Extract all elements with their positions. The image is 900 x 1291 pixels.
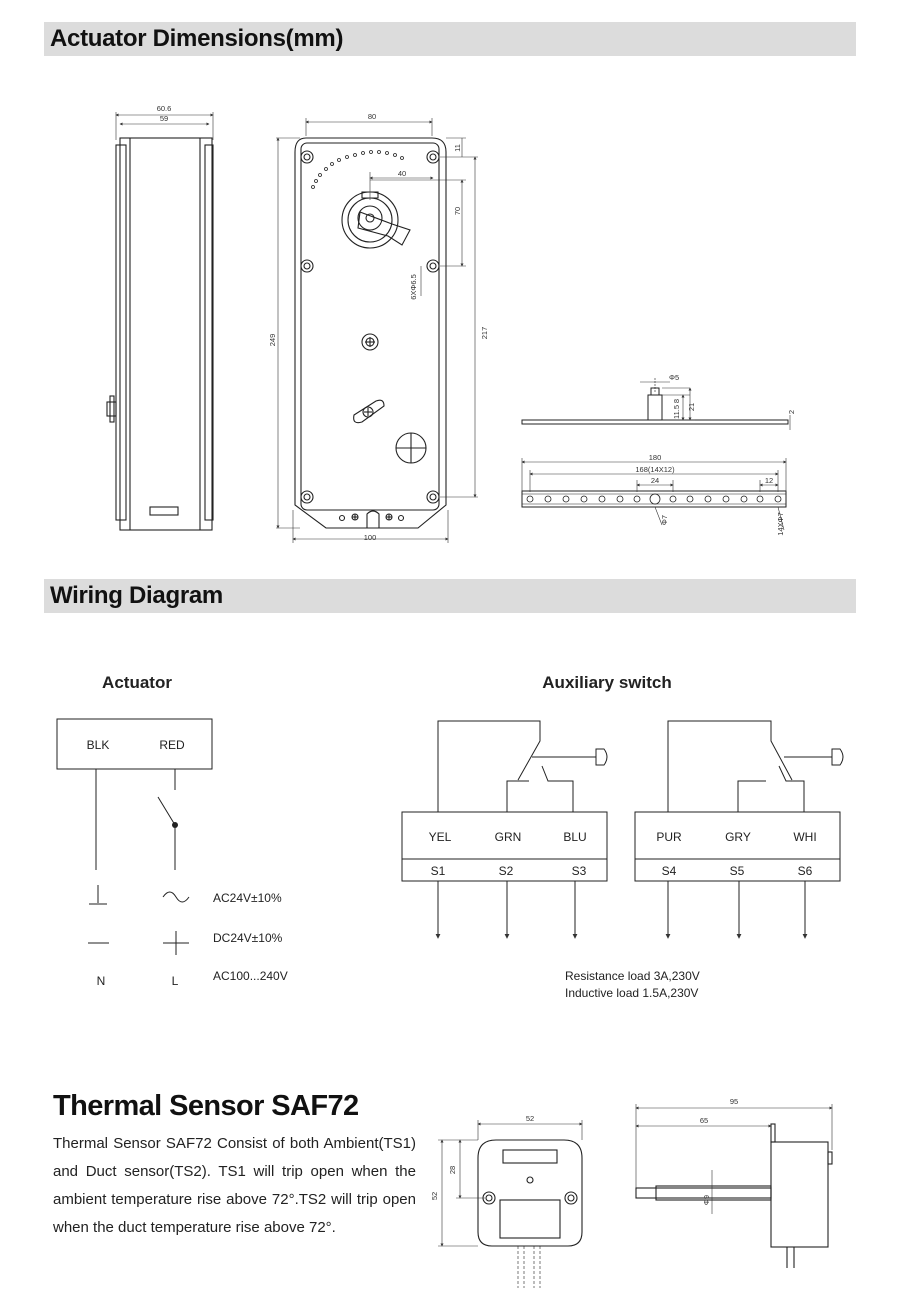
wire-blk: BLK — [87, 738, 110, 752]
dim-pin-h2: 8 — [672, 399, 681, 403]
dim-probe-dia: Φ9 — [702, 1195, 711, 1205]
arm-hole — [562, 495, 570, 503]
wiring-section-bar: Wiring Diagram — [44, 579, 856, 613]
actuator-switch-pivot — [172, 822, 178, 828]
actuator-side-view — [106, 112, 214, 531]
term-s1: S1 — [431, 864, 446, 878]
dim-center-hole: Φ7 — [660, 515, 669, 525]
aux-switch-2 — [634, 720, 844, 939]
arm-hole — [633, 495, 641, 503]
thermal-sensor-description: Thermal Sensor SAF72 Consist of both Amb… — [53, 1135, 416, 1236]
arm-hole — [544, 495, 552, 503]
line-label: L — [172, 974, 179, 988]
load-inductive: Inductive load 1.5A,230V — [565, 986, 698, 1000]
dim-arm-length: 180 — [649, 453, 662, 462]
wire-yel: YEL — [429, 830, 452, 844]
load-resistance: Resistance load 3A,230V — [565, 969, 700, 983]
dim-pin-total: 21 — [687, 403, 696, 411]
term-s3: S3 — [572, 864, 587, 878]
aux-switch-heading: Auxiliary switch — [542, 673, 671, 692]
arm-center-hole — [649, 493, 661, 505]
dim-top-offset: 11 — [453, 144, 462, 152]
dim-sensor-length: 95 — [730, 1097, 738, 1106]
supply-ac24: AC24V±10% — [213, 891, 282, 905]
dim-sensor-front-height: 52 — [430, 1192, 439, 1200]
actuator-wiring — [56, 718, 213, 955]
sensor-side-view — [635, 1104, 833, 1268]
arm-side-view — [521, 378, 791, 430]
actuator-front-view — [294, 137, 447, 529]
arm-hole — [669, 495, 677, 503]
dim-sensor-inner-length: 65 — [700, 1116, 708, 1125]
wire-red: RED — [159, 738, 185, 752]
dim-pin-dia: Φ5 — [669, 373, 679, 382]
arm-hole — [598, 495, 606, 503]
dim-shaft-vertical: 70 — [453, 207, 462, 215]
dim-total-height: 249 — [268, 334, 277, 347]
arm-hole — [526, 495, 534, 503]
arm-hole — [722, 495, 730, 503]
dim-side-inner: 59 — [160, 114, 168, 123]
dim-side-outer: 60.6 — [157, 104, 172, 113]
dim-thickness: 2 — [787, 410, 796, 414]
term-s6: S6 — [798, 864, 813, 878]
arm-top-view — [521, 458, 787, 531]
dim-hole-span: 168(14X12) — [635, 465, 675, 474]
dim-hole-spacing: 217 — [480, 327, 489, 340]
aux-switch-1 — [401, 720, 608, 939]
thermal-sensor-title: Thermal Sensor SAF72 — [53, 1090, 359, 1122]
wire-pur: PUR — [656, 830, 682, 844]
dim-sensor-inner: 28 — [448, 1166, 457, 1174]
supply-dc24: DC24V±10% — [213, 931, 283, 945]
arm-hole — [774, 495, 782, 503]
wire-whi: WHI — [793, 830, 816, 844]
term-s2: S2 — [499, 864, 514, 878]
dim-pin-h1: 11.5 — [672, 405, 681, 419]
neutral-label: N — [97, 974, 106, 988]
wire-blu: BLU — [563, 830, 586, 844]
front-dimension-lines — [276, 118, 478, 543]
dimensions-section-bar: Actuator Dimensions(mm) — [44, 22, 856, 56]
dim-front-top: 80 — [368, 112, 376, 121]
term-s4: S4 — [662, 864, 677, 878]
arm-hole — [580, 495, 588, 503]
wire-grn: GRN — [495, 830, 522, 844]
arm-hole — [756, 495, 764, 503]
dim-hole-spec: 6XΦ6.5 — [409, 274, 418, 300]
dim-sensor-front-width: 52 — [526, 1114, 534, 1123]
dim-front-bottom: 100 — [364, 533, 377, 542]
arm-hole — [704, 495, 712, 503]
arm-hole — [686, 495, 694, 503]
dim-holes: 14XΦ7 — [776, 512, 785, 536]
actuator-heading: Actuator — [102, 673, 172, 692]
term-s5: S5 — [730, 864, 745, 878]
arm-hole — [616, 495, 624, 503]
supply-ac100-240: AC100...240V — [213, 969, 288, 983]
dim-center-gap: 24 — [651, 476, 659, 485]
dim-pitch: 12 — [765, 476, 773, 485]
wiring-title: Wiring Diagram — [50, 582, 223, 609]
wire-gry: GRY — [725, 830, 751, 844]
arm-hole — [740, 495, 748, 503]
sensor-front-view — [438, 1120, 583, 1288]
dim-shaft-horizontal: 40 — [398, 169, 406, 178]
dimensions-title: Actuator Dimensions(mm) — [50, 25, 344, 52]
